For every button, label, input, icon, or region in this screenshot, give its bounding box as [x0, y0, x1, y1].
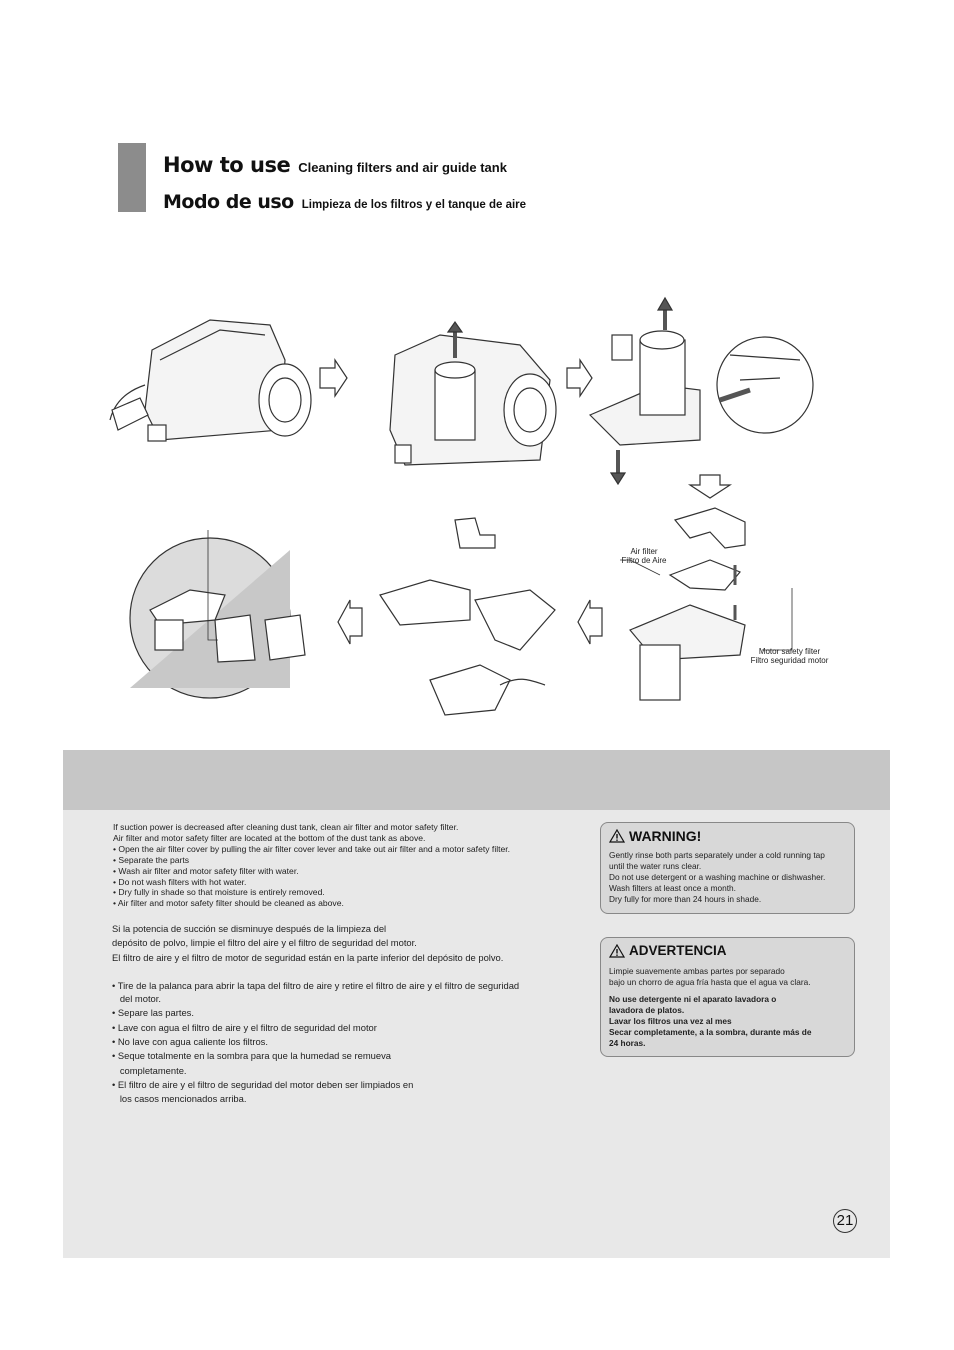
advertencia-bold-line: No use detergente ni el aparato lavadora… [609, 994, 777, 1004]
es-bullet-line: • El filtro de aire y el filtro de segur… [112, 1078, 414, 1090]
step-arrow-3 [577, 599, 603, 645]
en-line: • Do not wash filters with hot water. [113, 876, 247, 887]
spanish-instructions: Si la potencia de succión se disminuye d… [112, 922, 582, 1107]
es-bullet-line: • Tire de la palanca para abrir la tapa … [112, 979, 520, 991]
advertencia-bold-line: Secar completamente, a la sombra, durant… [609, 1027, 812, 1037]
advertencia-box: ADVERTENCIA Limpie suavemente ambas part… [600, 937, 855, 1057]
advertencia-bold-line: lavadora de platos. [609, 1005, 685, 1015]
air-filter-label-es: Filtro de Aire [621, 556, 667, 565]
es-intro-line: depósito de polvo, limpie el filtro del … [112, 937, 417, 949]
spacer [112, 965, 582, 979]
advertencia-line: Limpie suavemente ambas partes por separ… [609, 966, 785, 976]
text-panel-header-band [63, 750, 890, 810]
en-line: Air filter and motor safety filter are l… [113, 832, 426, 843]
step-arrow-1 [319, 358, 348, 398]
advertencia-title-text: ADVERTENCIA [629, 943, 727, 958]
en-line: If suction power is decreased after clea… [113, 822, 459, 832]
step1-vacuum-drawing [109, 319, 312, 442]
page-subtitle-en: Cleaning filters and air guide tank [298, 160, 507, 175]
en-line: • Wash air filter and motor safety filte… [113, 865, 299, 876]
warning-line: Wash filters at least once a month. [609, 883, 736, 893]
motor-filter-label-en: Motor safety filter [758, 647, 821, 656]
warning-line: Dry fully for more than 24 hours in shad… [609, 894, 762, 904]
english-instructions: If suction power is decreased after clea… [113, 822, 583, 909]
advertencia-body: Limpie suavemente ambas partes por separ… [609, 966, 811, 1049]
warning-triangle-icon [609, 829, 625, 843]
step-arrow-2 [566, 358, 593, 398]
es-bullet-line: • No lave con agua caliente los filtros. [112, 1036, 268, 1048]
advertencia-title: ADVERTENCIA [609, 943, 727, 958]
page-subtitle-es: Limpieza de los filtros y el tanque de a… [301, 199, 527, 211]
step5-washing-drawing [379, 517, 556, 716]
step-arrow-down [687, 474, 733, 499]
motor-filter-label: Motor safety filter Filtro seguridad mot… [742, 647, 837, 665]
es-bullet-line: • Lave con agua el filtro de aire y el f… [112, 1021, 377, 1033]
advertencia-bold-line: Lavar los filtros una vez al mes [609, 1016, 732, 1026]
es-bullet-line: los casos mencionados arriba. [112, 1093, 247, 1105]
en-line: • Air filter and motor safety filter sho… [113, 898, 344, 909]
step3-tank-drawing [588, 330, 701, 446]
es-bullet-line: del motor. [112, 993, 161, 1005]
cleaning-steps-illustration [109, 296, 814, 716]
es-bullet-line: • Separe las partes. [112, 1007, 194, 1019]
en-line: • Open the air filter cover by pulling t… [113, 843, 511, 854]
page-title-en: How to use [163, 153, 291, 177]
step2-vacuum-drawing [389, 334, 557, 466]
en-line: • Dry fully in shade so that moisture is… [113, 887, 325, 898]
page-title-es: Modo de uso [163, 191, 294, 213]
step4-filters-drawing [629, 507, 746, 701]
es-intro-line: El filtro de aire y el filtro de motor d… [112, 951, 504, 963]
warning-line: until the water runs clear. [609, 861, 702, 871]
warning-box: WARNING! Gently rinse both parts separat… [600, 822, 855, 914]
air-filter-label: Air filter Filtro de Aire [612, 547, 676, 565]
es-intro-line: Si la potencia de succión se disminuye d… [112, 923, 387, 934]
section-marker-bar [118, 143, 146, 212]
detail-magnifier-circle [716, 336, 814, 434]
motor-filter-label-es: Filtro seguridad motor [750, 656, 829, 665]
title-row-es: Modo de uso Limpieza de los filtros y el… [163, 191, 526, 213]
title-row-en: How to use Cleaning filters and air guid… [163, 153, 507, 177]
warning-title-text: WARNING! [629, 828, 702, 844]
warning-body: Gently rinse both parts separately under… [609, 850, 825, 905]
advertencia-bold-line: 24 horas. [609, 1038, 646, 1048]
warning-line: Gently rinse both parts separately under… [609, 850, 825, 860]
es-bullet-line: • Seque totalmente en la sombra para que… [112, 1050, 391, 1062]
warning-line: Do not use detergent or a washing machin… [609, 872, 826, 882]
step-arrow-4 [337, 599, 363, 645]
page-number: 21 [833, 1209, 857, 1233]
es-bullet-line: completamente. [112, 1064, 187, 1076]
en-line: • Separate the parts [113, 854, 190, 865]
warning-title: WARNING! [609, 828, 701, 844]
air-filter-label-en: Air filter [630, 547, 658, 556]
advertencia-line: bajo un chorro de agua fría hasta que el… [609, 977, 811, 987]
warning-triangle-icon [609, 943, 625, 958]
